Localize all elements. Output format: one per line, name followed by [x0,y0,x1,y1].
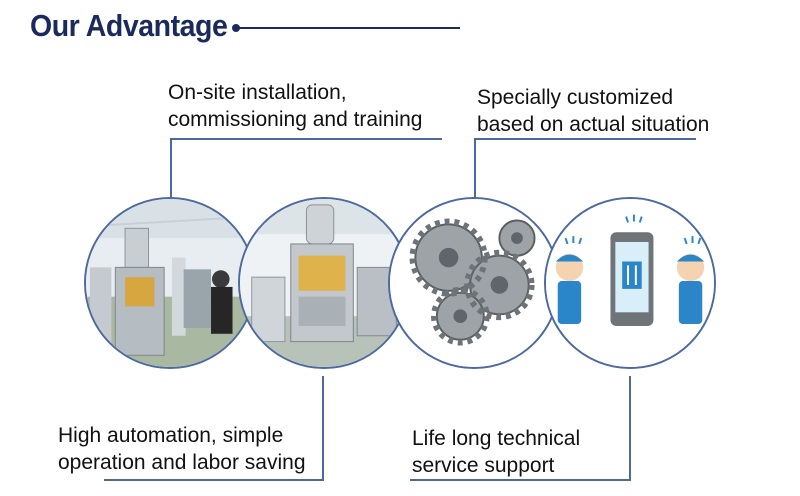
connector-line [170,138,172,198]
connector-line [322,376,324,480]
advantage-customized: Specially customized based on actual sit… [477,84,709,138]
connector-line [474,138,476,198]
advantage-onsite-installation: On-site installation, commissioning and … [168,79,422,133]
advantage-line: Specially customized [477,86,674,109]
title-dot [232,24,240,32]
advantage-line: commissioning and training [168,108,423,131]
connector-line [629,376,631,480]
advantage-line: High automation, simple [58,424,284,447]
advantage-technical-support: Life long technical service support [412,425,580,479]
packing-machine-photo [238,197,410,369]
factory-photo [84,197,256,369]
advantage-line: Life long technical [412,427,581,450]
connector-line [410,479,631,481]
connector-line [474,138,696,140]
advantage-high-automation: High automation, simple operation and la… [58,422,306,476]
advantage-line: operation and labor saving [58,451,306,474]
gears-illustration [388,197,560,369]
advantage-line: service support [412,454,555,477]
advantage-line: based on actual situation [477,113,710,136]
connector-line [170,138,442,140]
advantage-line: On-site installation, [168,81,347,104]
technical-support-illustration [544,197,716,369]
title-underline [238,27,460,29]
connector-line [104,479,324,481]
page-title: Our Advantage [30,8,228,43]
